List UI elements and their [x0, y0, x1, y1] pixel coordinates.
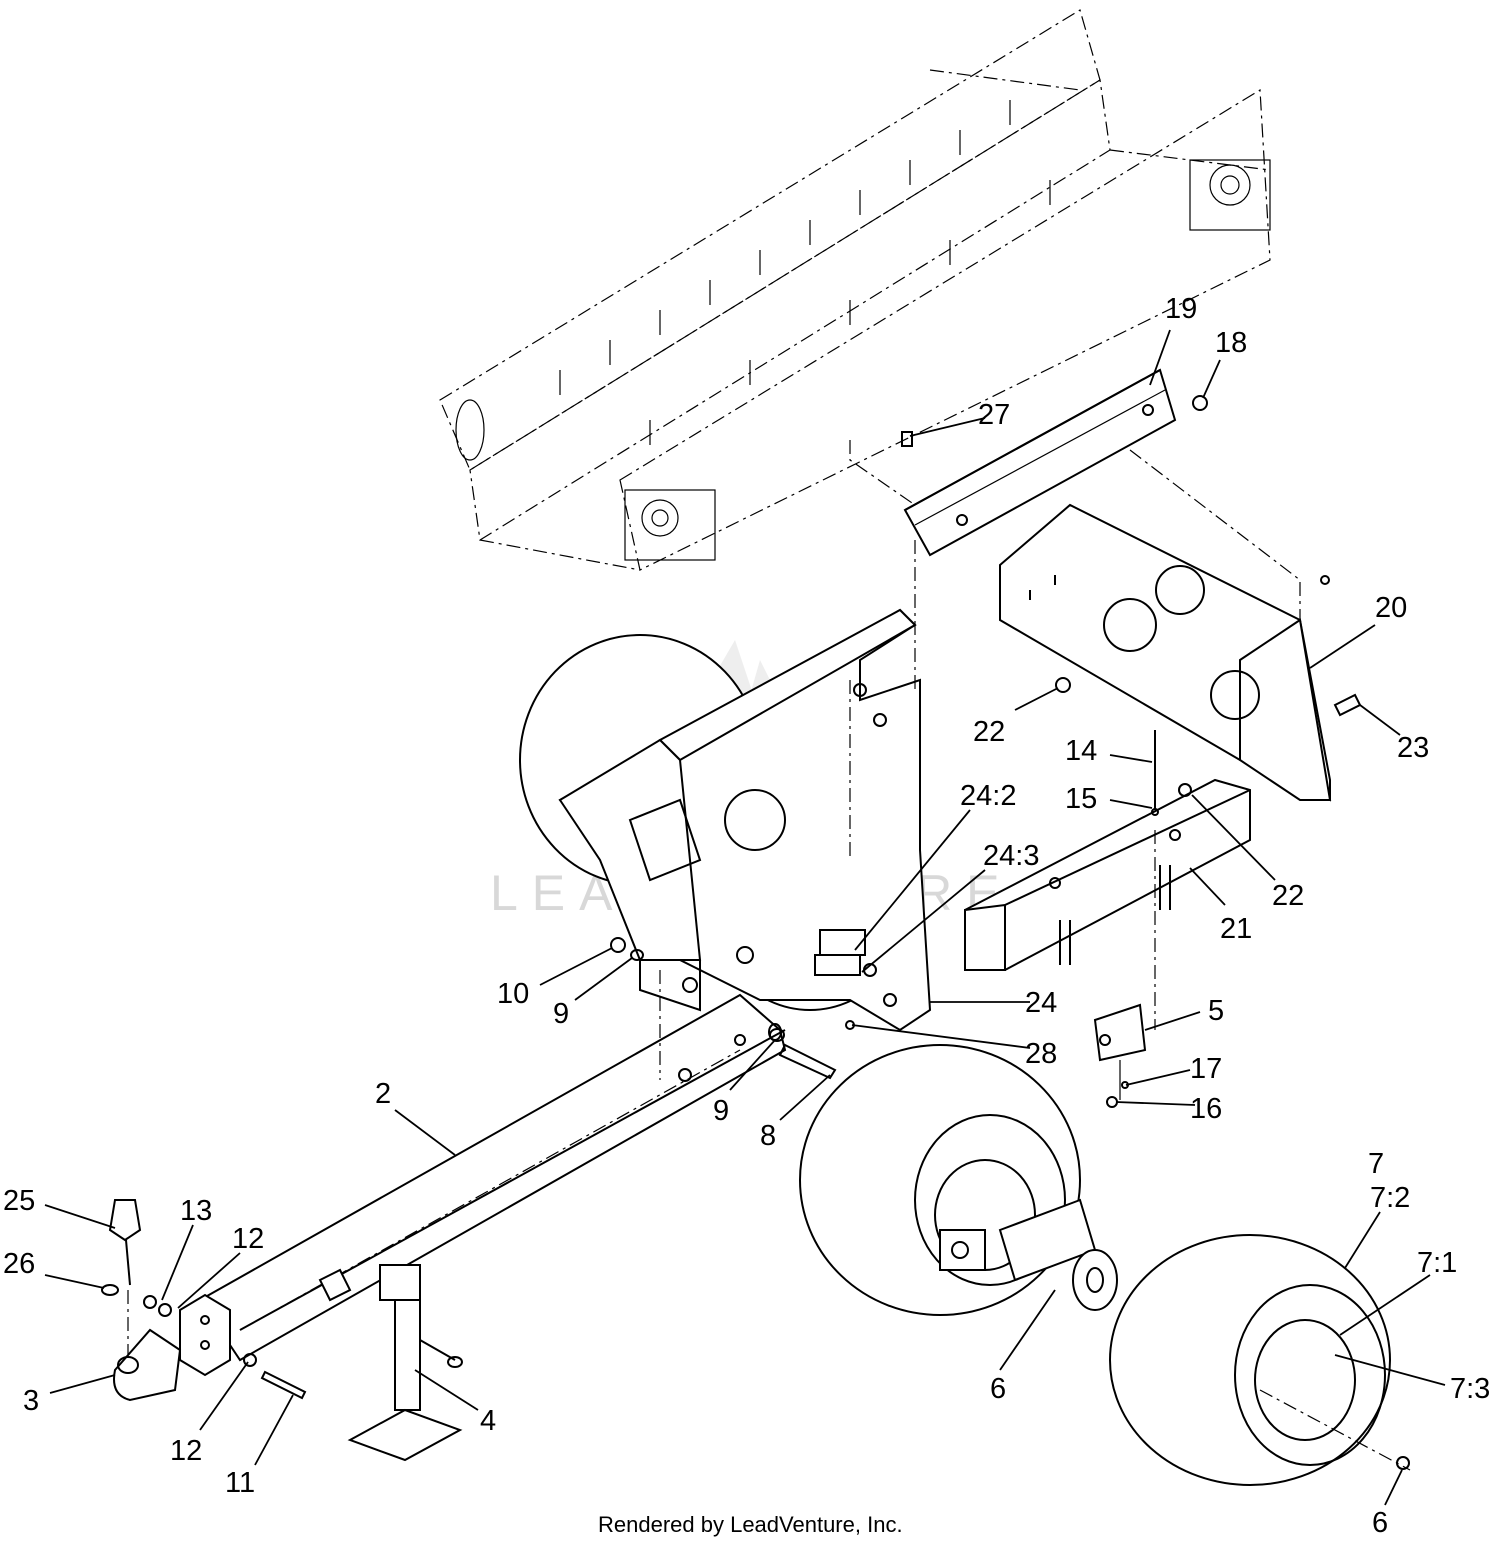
mount-bracket: [849, 368, 1301, 620]
axle-hub: [998, 1198, 1118, 1311]
callout-9b: 9: [713, 1095, 729, 1127]
callout-28: 28: [1025, 1038, 1057, 1070]
callout-25: 25: [3, 1185, 35, 1217]
callout-24: 24: [1025, 987, 1057, 1019]
callout-17: 17: [1190, 1053, 1222, 1085]
jack-stand: [318, 1264, 463, 1462]
callout-7-2: 7:2: [1370, 1182, 1410, 1214]
callout-24-2: 24:2: [960, 780, 1016, 812]
callout-labels: 19 18 27 20 22 23 14 15 24:2 24:3 22 21 …: [3, 293, 1490, 1539]
footer-credit: Rendered by LeadVenture, Inc.: [598, 1512, 903, 1537]
hitch-assembly: [101, 1199, 307, 1402]
callout-27: 27: [978, 399, 1010, 431]
callout-2: 2: [375, 1078, 391, 1110]
callout-8: 8: [760, 1120, 776, 1152]
callout-7-1: 7:1: [1417, 1247, 1457, 1279]
wheel-left: [799, 1044, 1081, 1316]
callout-24-3: 24:3: [983, 840, 1039, 872]
callout-22b: 22: [1272, 880, 1304, 912]
axle-block: [1093, 1003, 1147, 1100]
callout-13: 13: [180, 1195, 212, 1227]
crossbar: [964, 730, 1251, 1030]
callout-3: 3: [23, 1385, 39, 1417]
main-frame: [558, 540, 932, 1032]
callout-11: 11: [225, 1467, 255, 1499]
callout-22: 22: [973, 716, 1005, 748]
conveyor-frame: [439, 9, 1271, 571]
wheel-right: [1109, 1234, 1411, 1486]
callout-16: 16: [1190, 1093, 1222, 1125]
callout-12: 12: [232, 1223, 264, 1255]
callout-26: 26: [3, 1248, 35, 1280]
callout-15: 15: [1065, 783, 1097, 815]
callout-9: 9: [553, 998, 569, 1030]
callout-19: 19: [1165, 293, 1197, 325]
side-plate: [999, 503, 1332, 802]
tongue: [198, 970, 837, 1362]
callout-6: 6: [990, 1373, 1006, 1405]
callout-12b: 12: [170, 1435, 202, 1467]
callout-21: 21: [1220, 913, 1252, 945]
hardware: [610, 395, 1362, 1108]
callout-7-3: 7:3: [1450, 1373, 1490, 1405]
callout-20: 20: [1375, 592, 1407, 624]
callout-10: 10: [497, 978, 529, 1010]
leader-lines: [44, 329, 1446, 1506]
callout-5: 5: [1208, 995, 1224, 1027]
callout-4: 4: [480, 1405, 496, 1437]
callout-6b: 6: [1372, 1507, 1388, 1539]
callout-18: 18: [1215, 327, 1247, 359]
callout-14: 14: [1065, 735, 1097, 767]
callout-23: 23: [1397, 732, 1429, 764]
callout-7: 7: [1368, 1148, 1384, 1180]
